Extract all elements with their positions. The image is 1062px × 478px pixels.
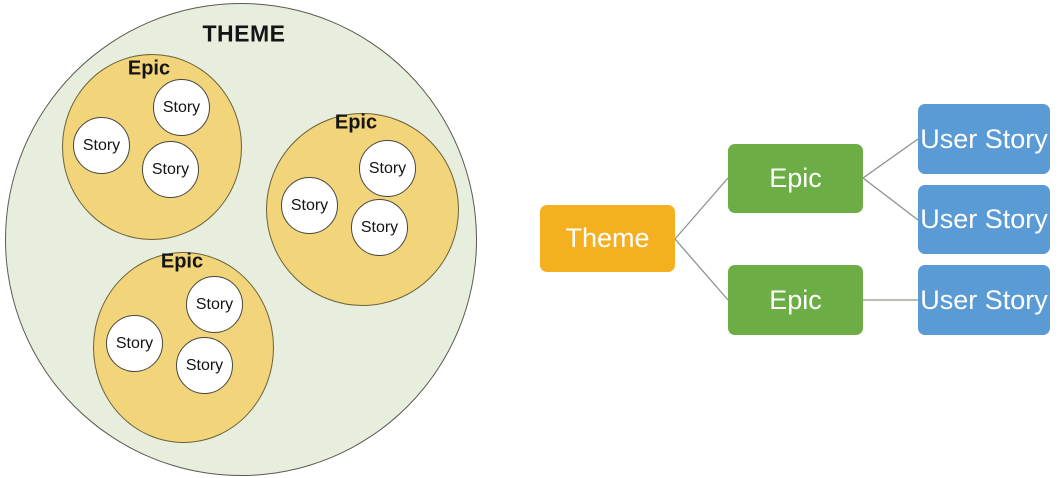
story-circle: Story — [153, 79, 210, 136]
user-story-node-2: User Story — [918, 185, 1050, 254]
theme-title-label: THEME — [202, 20, 286, 47]
epic-label-1: Epic — [127, 57, 171, 80]
connector-theme-epic1 — [674, 177, 729, 240]
epic-node-2: Epic — [728, 265, 863, 335]
user-story-node-3: User Story — [918, 265, 1050, 335]
connector-theme-epic2 — [674, 238, 729, 301]
user-story-node-1: User Story — [918, 104, 1050, 174]
story-circle: Story — [73, 117, 130, 174]
theme-node: Theme — [540, 205, 675, 272]
story-circle: Story — [176, 337, 233, 394]
connector-epic1-us2 — [862, 177, 919, 221]
story-circle: Story — [359, 140, 416, 197]
connector-epic1-us1 — [862, 138, 919, 179]
epic-label-2: Epic — [334, 111, 378, 134]
story-circle: Story — [281, 177, 338, 234]
story-circle: Story — [351, 199, 408, 256]
story-circle: Story — [186, 276, 243, 333]
story-circle: Story — [106, 315, 163, 372]
epic-label-3: Epic — [160, 250, 204, 273]
story-circle: Story — [142, 141, 199, 198]
epic-node-1: Epic — [728, 144, 863, 213]
